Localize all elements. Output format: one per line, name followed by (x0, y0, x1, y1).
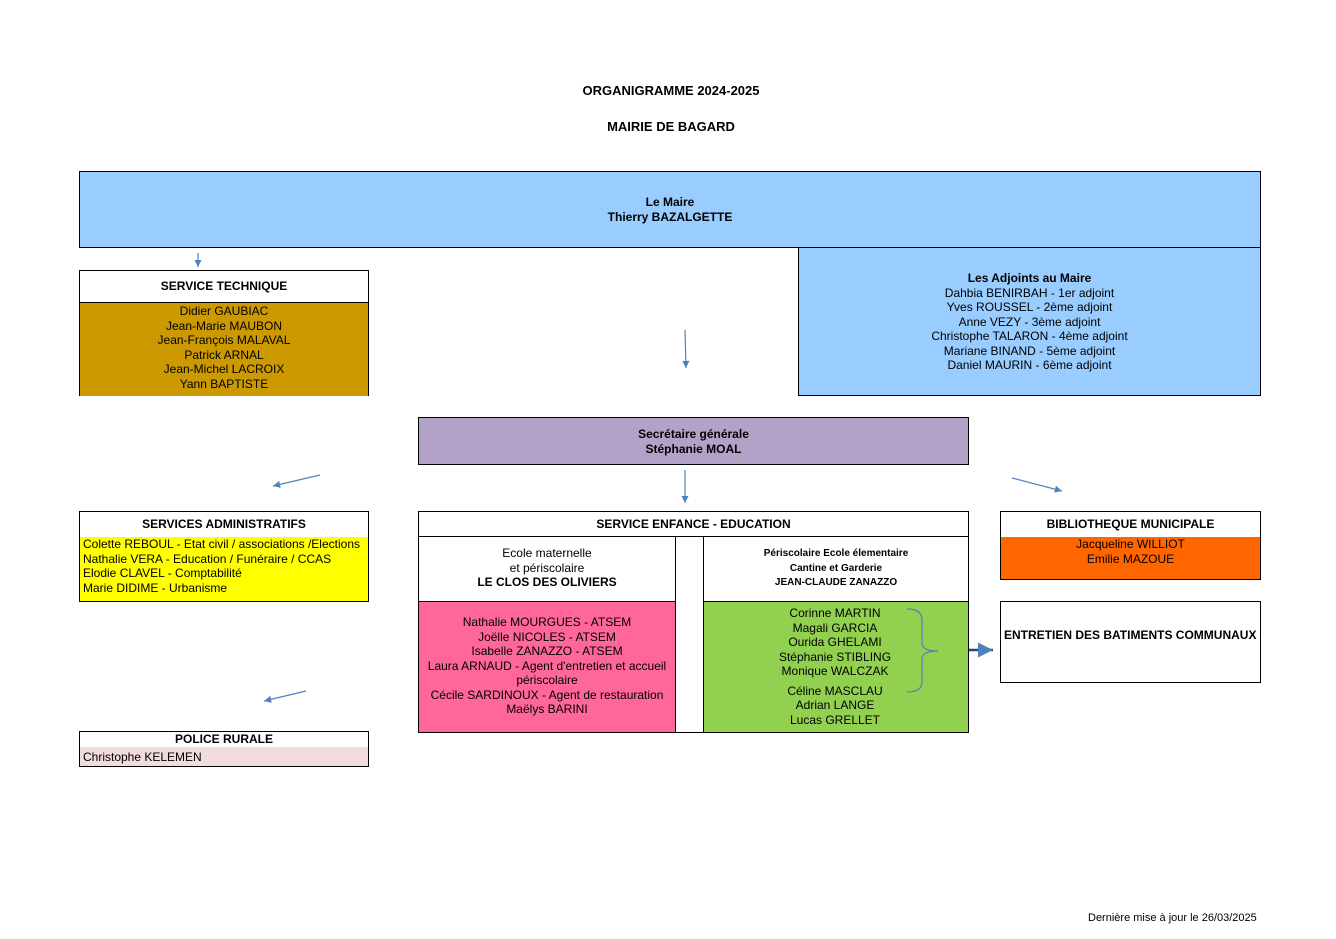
periscolaire-line: Périscolaire Ecole élementaire (763, 548, 909, 559)
maternelle-member: Isabelle ZANAZZO - ATSEM (471, 644, 623, 658)
service-technique-title: SERVICE TECHNIQUE (80, 271, 368, 303)
services-administratifs-box: SERVICES ADMINISTRATIFS Colette REBOUL -… (79, 511, 369, 602)
periscolaire-member: Magali GARCIA (792, 620, 878, 635)
periscolaire-member: Corinne MARTIN (789, 606, 881, 620)
adjoint-item: Yves ROUSSEL - 2ème adjoint (946, 300, 1113, 314)
admin-item: Nathalie VERA - Education / Funéraire / … (83, 551, 332, 566)
adjoint-item: Daniel MAURIN - 6ème adjoint (947, 358, 1112, 372)
admin-item: Marie DIDIME - Urbanisme (83, 580, 228, 595)
arrow-to-services-administratifs (272, 474, 321, 488)
maternelle-member: périscolaire (516, 673, 578, 687)
maternelle-line: et périscolaire (509, 560, 585, 575)
periscolaire-members: Corinne MARTIN Magali GARCIA Ourida GHEL… (703, 601, 969, 733)
maternelle-school-name: LE CLOS DES OLIVIERS (477, 575, 617, 589)
page-subtitle: MAIRIE DE BAGARD (607, 119, 735, 134)
periscolaire-line: Cantine et Garderie (789, 562, 883, 574)
technicien-item: Jean-François MALAVAL (157, 333, 291, 347)
service-enfance-title: SERVICE ENFANCE - EDUCATION (418, 511, 969, 537)
maternelle-member: Cécile SARDINOUX - Agent de restauration (430, 687, 664, 702)
maire-box: Le Maire Thierry BAZALGETTE (79, 171, 1261, 248)
technicien-item: Jean-Marie MAUBON (165, 318, 283, 333)
bibliotheque-member: Emilie MAZOUE (1086, 551, 1175, 566)
adjoints-box: Les Adjoints au Maire Dahbia BENIRBAH - … (798, 247, 1261, 396)
periscolaire-member: Ourida GHELAMI (788, 635, 882, 649)
maternelle-members: Nathalie MOURGUES - ATSEM Joëlle NICOLES… (418, 601, 676, 733)
service-technique-box: SERVICE TECHNIQUE Didier GAUBIAC Jean-Ma… (79, 270, 369, 396)
periscolaire-member: Stéphanie STIBLING (778, 649, 892, 664)
periscolaire-member: Céline MASCLAU (787, 683, 883, 698)
technicien-item: Yann BAPTISTE (179, 376, 269, 391)
admin-item: Elodie CLAVEL - Comptabilité (83, 566, 242, 580)
brace-icon (906, 608, 939, 693)
maternelle-member: Nathalie MOURGUES - ATSEM (462, 615, 632, 629)
periscolaire-header: Périscolaire Ecole élementaire Cantine e… (703, 536, 969, 602)
bibliotheque-box: BIBLIOTHEQUE MUNICIPALE Jacqueline WILLI… (1000, 511, 1261, 580)
periscolaire-member: Adrian LANGE (795, 698, 875, 712)
adjoint-item: Christophe TALARON - 4ème adjoint (931, 329, 1128, 343)
maternelle-member: Joëlle NICOLES - ATSEM (478, 629, 616, 644)
police-members: Christophe KELEMEN (80, 747, 368, 766)
periscolaire-member: Lucas GRELLET (789, 712, 881, 727)
periscolaire-member: Monique WALCZAK (781, 664, 889, 678)
bibliotheque-members: Jacqueline WILLIOT Emilie MAZOUE (1001, 537, 1260, 579)
arrow-to-police (263, 690, 307, 703)
technicien-item: Didier GAUBIAC (179, 304, 269, 318)
secretaire-name: Stéphanie MOAL (645, 441, 742, 456)
adjoint-item: Dahbia BENIRBAH - 1er adjoint (944, 285, 1115, 300)
adjoint-item: Mariane BINAND - 5ème adjoint (943, 343, 1116, 358)
services-administratifs-members: Colette REBOUL - Etat civil / associatio… (80, 537, 368, 601)
bibliotheque-title: BIBLIOTHEQUE MUNICIPALE (1046, 517, 1215, 531)
secretaire-box: Secrétaire générale Stéphanie MOAL (418, 417, 969, 465)
maternelle-line: Ecole maternelle (502, 546, 592, 560)
police-box: POLICE RURALE Christophe KELEMEN (79, 731, 369, 767)
last-update: Dernière mise à jour le 26/03/2025 (1088, 912, 1257, 924)
secretaire-role: Secrétaire générale (638, 427, 749, 441)
arrow-to-bibliotheque (1011, 477, 1063, 493)
maternelle-member: Laura ARNAUD - Agent d'entretien et accu… (427, 658, 667, 673)
enfance-spacer (675, 536, 704, 733)
service-technique-members: Didier GAUBIAC Jean-Marie MAUBON Jean-Fr… (80, 303, 368, 396)
adjoints-title: Les Adjoints au Maire (967, 271, 1092, 285)
admin-item: Colette REBOUL - Etat civil / associatio… (83, 537, 360, 551)
services-administratifs-title: SERVICES ADMINISTRATIFS (142, 517, 306, 531)
maire-role: Le Maire (645, 195, 695, 209)
maire-name: Thierry BAZALGETTE (607, 209, 733, 224)
entretien-box: ENTRETIEN DES BATIMENTS COMMUNAUX (1000, 601, 1261, 683)
maternelle-header: Ecole maternelle et périscolaire LE CLOS… (418, 536, 676, 602)
arrow-to-secretaire (682, 329, 690, 369)
page-title: ORGANIGRAMME 2024-2025 (582, 83, 760, 98)
technicien-item: Patrick ARNAL (184, 347, 264, 362)
technicien-item: Jean-Michel LACROIX (163, 362, 285, 376)
police-title: POLICE RURALE (174, 732, 273, 746)
periscolaire-director: JEAN-CLAUDE ZANAZZO (774, 577, 898, 588)
police-member: Christophe KELEMEN (83, 750, 202, 764)
maternelle-member: Maëlys BARINI (506, 702, 588, 716)
bibliotheque-member: Jacqueline WILLIOT (1076, 537, 1185, 551)
adjoint-item: Anne VEZY - 3ème adjoint (958, 314, 1101, 329)
